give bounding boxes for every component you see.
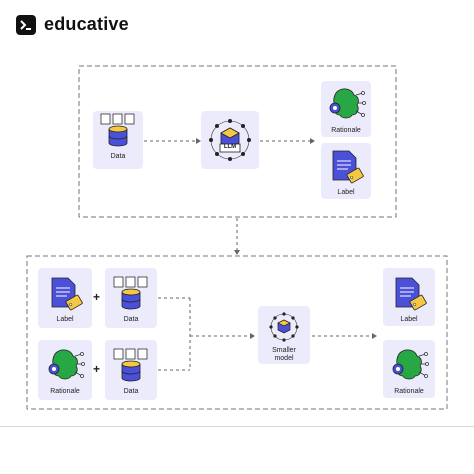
- plus-sign: +: [93, 290, 101, 304]
- bottom-label-card: Label: [38, 268, 92, 328]
- bottom-group-frame: [26, 255, 448, 410]
- brain-gear-icon: [48, 349, 85, 380]
- top-label-label: Label: [337, 189, 355, 196]
- terminal-logo-icon: [16, 14, 36, 35]
- bottom-data-card-2: Data: [105, 340, 157, 400]
- llm-network-icon: [209, 119, 251, 161]
- brand: educative: [16, 14, 129, 35]
- model-network-icon: [269, 312, 299, 342]
- document-tag-icon: [332, 150, 364, 184]
- top-llm-card: LLM: [201, 111, 259, 169]
- brain-gear-icon: [392, 349, 429, 380]
- top-rationale-label: Rationale: [331, 127, 361, 134]
- bottom-data-label-2: Data: [123, 388, 139, 395]
- bottom-rationale-card: Rationale: [38, 340, 92, 400]
- top-data-label: Data: [110, 153, 126, 160]
- smaller-model-card: Smaller model: [258, 306, 310, 364]
- brand-name: educative: [44, 14, 129, 34]
- out-rationale-label: Rationale: [394, 388, 424, 395]
- bottom-data-card-1: Data: [105, 268, 157, 328]
- bottom-data-label-1: Data: [123, 316, 139, 323]
- bottom-rationale-label: Rationale: [50, 388, 80, 395]
- out-label-label: Label: [400, 316, 418, 323]
- top-label-card: Label: [321, 143, 371, 199]
- out-rationale-card: Rationale: [383, 340, 435, 398]
- database-icon: [113, 348, 148, 382]
- plus-sign: +: [93, 362, 101, 376]
- out-label-card: Label: [383, 268, 435, 326]
- bottom-label-label: Label: [56, 316, 74, 323]
- footer-divider: [0, 426, 474, 427]
- document-tag-icon: [51, 277, 83, 311]
- top-rationale-card: Rationale: [321, 81, 371, 137]
- database-icon: [113, 276, 148, 310]
- llm-label: LLM: [223, 144, 237, 150]
- top-data-card: Data: [93, 111, 143, 169]
- document-tag-icon: [395, 277, 427, 311]
- top-group-frame: [78, 65, 397, 218]
- brain-gear-icon: [329, 88, 366, 119]
- database-icon: [100, 113, 135, 147]
- smaller-model-label: Smaller model: [272, 347, 296, 362]
